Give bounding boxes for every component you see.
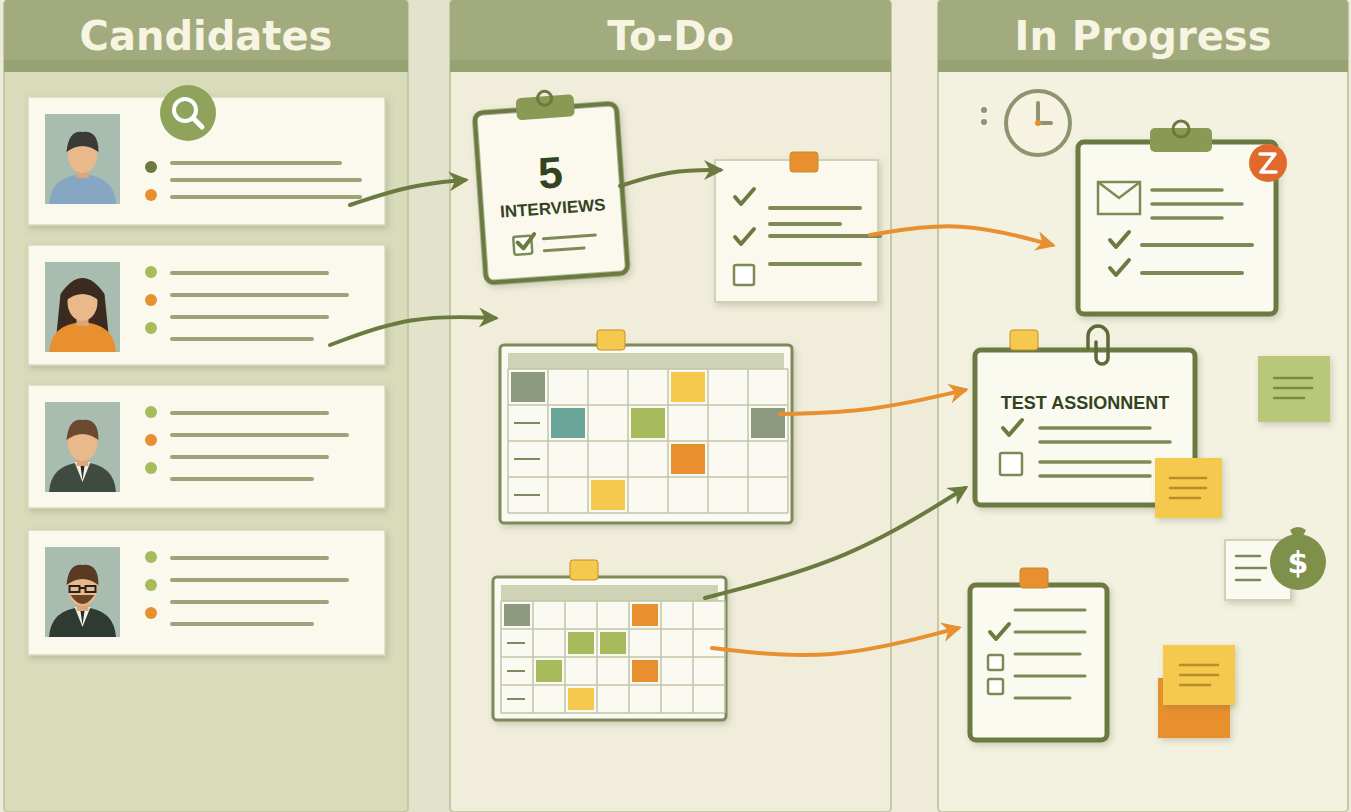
- card-title: TEST ASSIONNENT: [1001, 393, 1169, 414]
- card-title: INTERVIEWS: [499, 195, 606, 222]
- flow-arrows: [330, 170, 1052, 655]
- clipboard-card: 5INTERVIEWS: [480, 133, 622, 232]
- money-symbol: $: [1288, 545, 1309, 580]
- candidate-cards: [28, 85, 385, 655]
- column-heading: To-Do: [450, 0, 891, 72]
- flow-arrow: [620, 170, 720, 186]
- interview-clipboard: [473, 86, 628, 282]
- column-heading: Candidates: [4, 0, 408, 72]
- flow-arrow: [705, 488, 965, 598]
- column-band: Candidates: [4, 0, 408, 812]
- column-band: In ProgressTEST ASSIONNENT: [938, 0, 1348, 812]
- flow-arrow: [712, 628, 958, 655]
- todo-illustrations: [473, 86, 880, 720]
- calendar: [500, 345, 792, 523]
- calendar: [493, 577, 726, 720]
- flow-arrow: [350, 180, 465, 205]
- card-title: 5: [536, 147, 564, 199]
- progress-illustrations: [970, 91, 1330, 740]
- columns: [4, 0, 1348, 812]
- clipboard-card: TEST ASSIONNENT: [980, 385, 1190, 421]
- flow-arrow: [780, 390, 965, 414]
- flow-arrow: [330, 317, 495, 345]
- column-heading: In Progress: [938, 0, 1348, 72]
- column-band: To-Do 5INTERVIEWS: [450, 0, 891, 812]
- flow-arrow: [870, 226, 1052, 245]
